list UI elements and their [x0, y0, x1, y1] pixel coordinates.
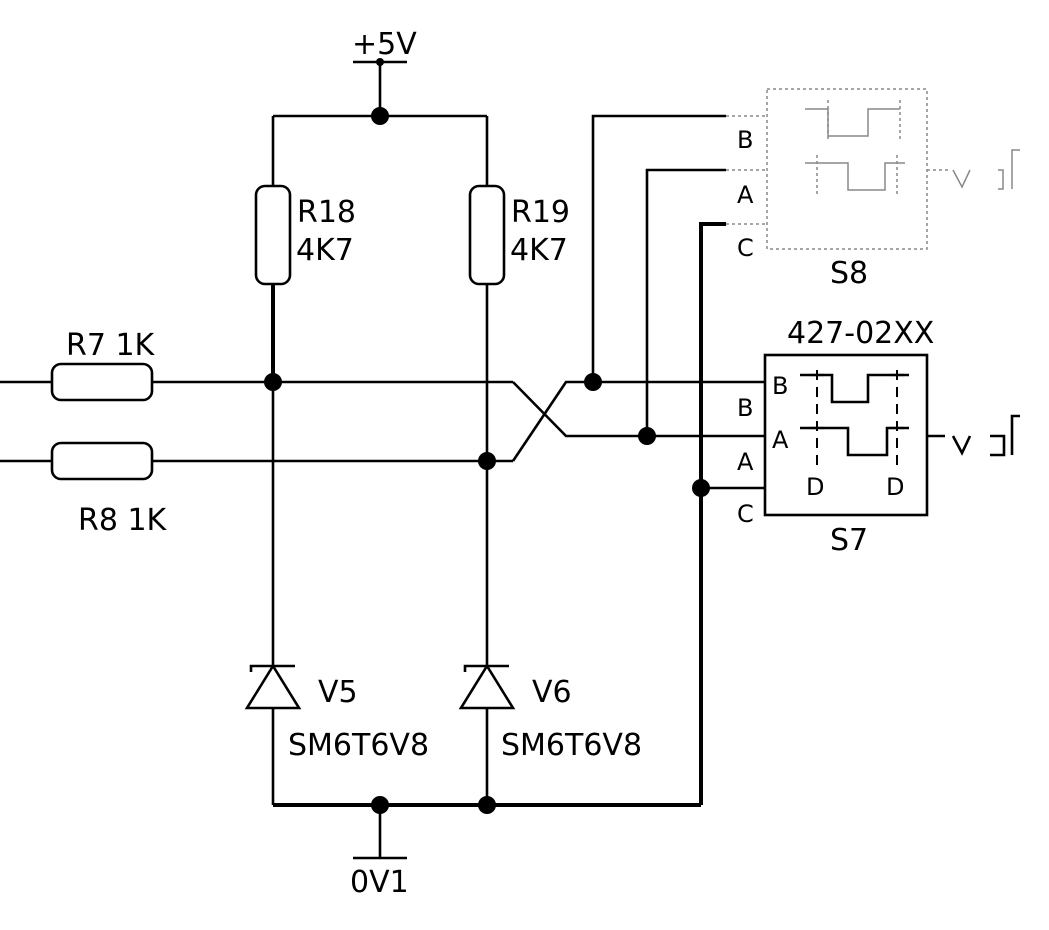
s7-pin-c-outer: C: [737, 500, 754, 528]
resistor-r18: R18 4K7: [254, 116, 356, 382]
s7-ref: S7: [830, 523, 868, 558]
wire-b: [591, 114, 726, 382]
diode-v5: V5 SM6T6V8: [244, 663, 429, 763]
supply-0v1-label: 0V1: [350, 865, 409, 900]
resistor-r7: R7 1K: [0, 328, 513, 402]
r8-label: R8 1K: [78, 503, 168, 538]
diode-v6: V6 SM6T6V8: [458, 461, 642, 805]
v5-part: SM6T6V8: [288, 728, 429, 763]
resistor-r19: R19 4K7: [468, 116, 570, 461]
s7-part: 427-02XX: [787, 316, 934, 351]
s8-ref: S8: [830, 256, 868, 291]
s7-pin-a-inner: A: [772, 426, 789, 454]
junction-dot: [371, 107, 389, 125]
r19-ref: R19: [511, 195, 570, 230]
s7-pin-b-outer: B: [737, 394, 753, 422]
signal-crossover: [511, 380, 765, 462]
v6-ref: V6: [532, 675, 572, 710]
r19-value: 4K7: [510, 233, 568, 268]
wire-a: [645, 168, 726, 436]
r18-ref: R18: [297, 195, 356, 230]
s8-pin-c: C: [737, 234, 754, 262]
wire-c: [699, 222, 726, 805]
v6-part: SM6T6V8: [501, 728, 642, 763]
junction-dot: [478, 796, 496, 814]
supply-0v1: 0V1: [350, 805, 409, 900]
s8-pin-b: B: [737, 126, 753, 154]
s7-d-left: D: [806, 473, 824, 501]
s8-pin-a: A: [737, 181, 754, 209]
switch-s7: 427-02XX B A C B A D D S7: [737, 316, 1020, 558]
s7-pin-a-outer: A: [737, 448, 754, 476]
supply-5v: +5V: [352, 27, 417, 116]
switch-s8: B A C S8: [726, 88, 1020, 291]
v5-ref: V5: [318, 675, 358, 710]
s7-d-right: D: [886, 473, 904, 501]
junction-dot: [692, 479, 710, 497]
r18-value: 4K7: [296, 233, 354, 268]
s7-pin-b-inner: B: [772, 372, 788, 400]
r7-label: R7 1K: [66, 328, 156, 363]
resistor-r8: R8 1K: [0, 441, 513, 538]
supply-5v-label: +5V: [352, 27, 417, 62]
